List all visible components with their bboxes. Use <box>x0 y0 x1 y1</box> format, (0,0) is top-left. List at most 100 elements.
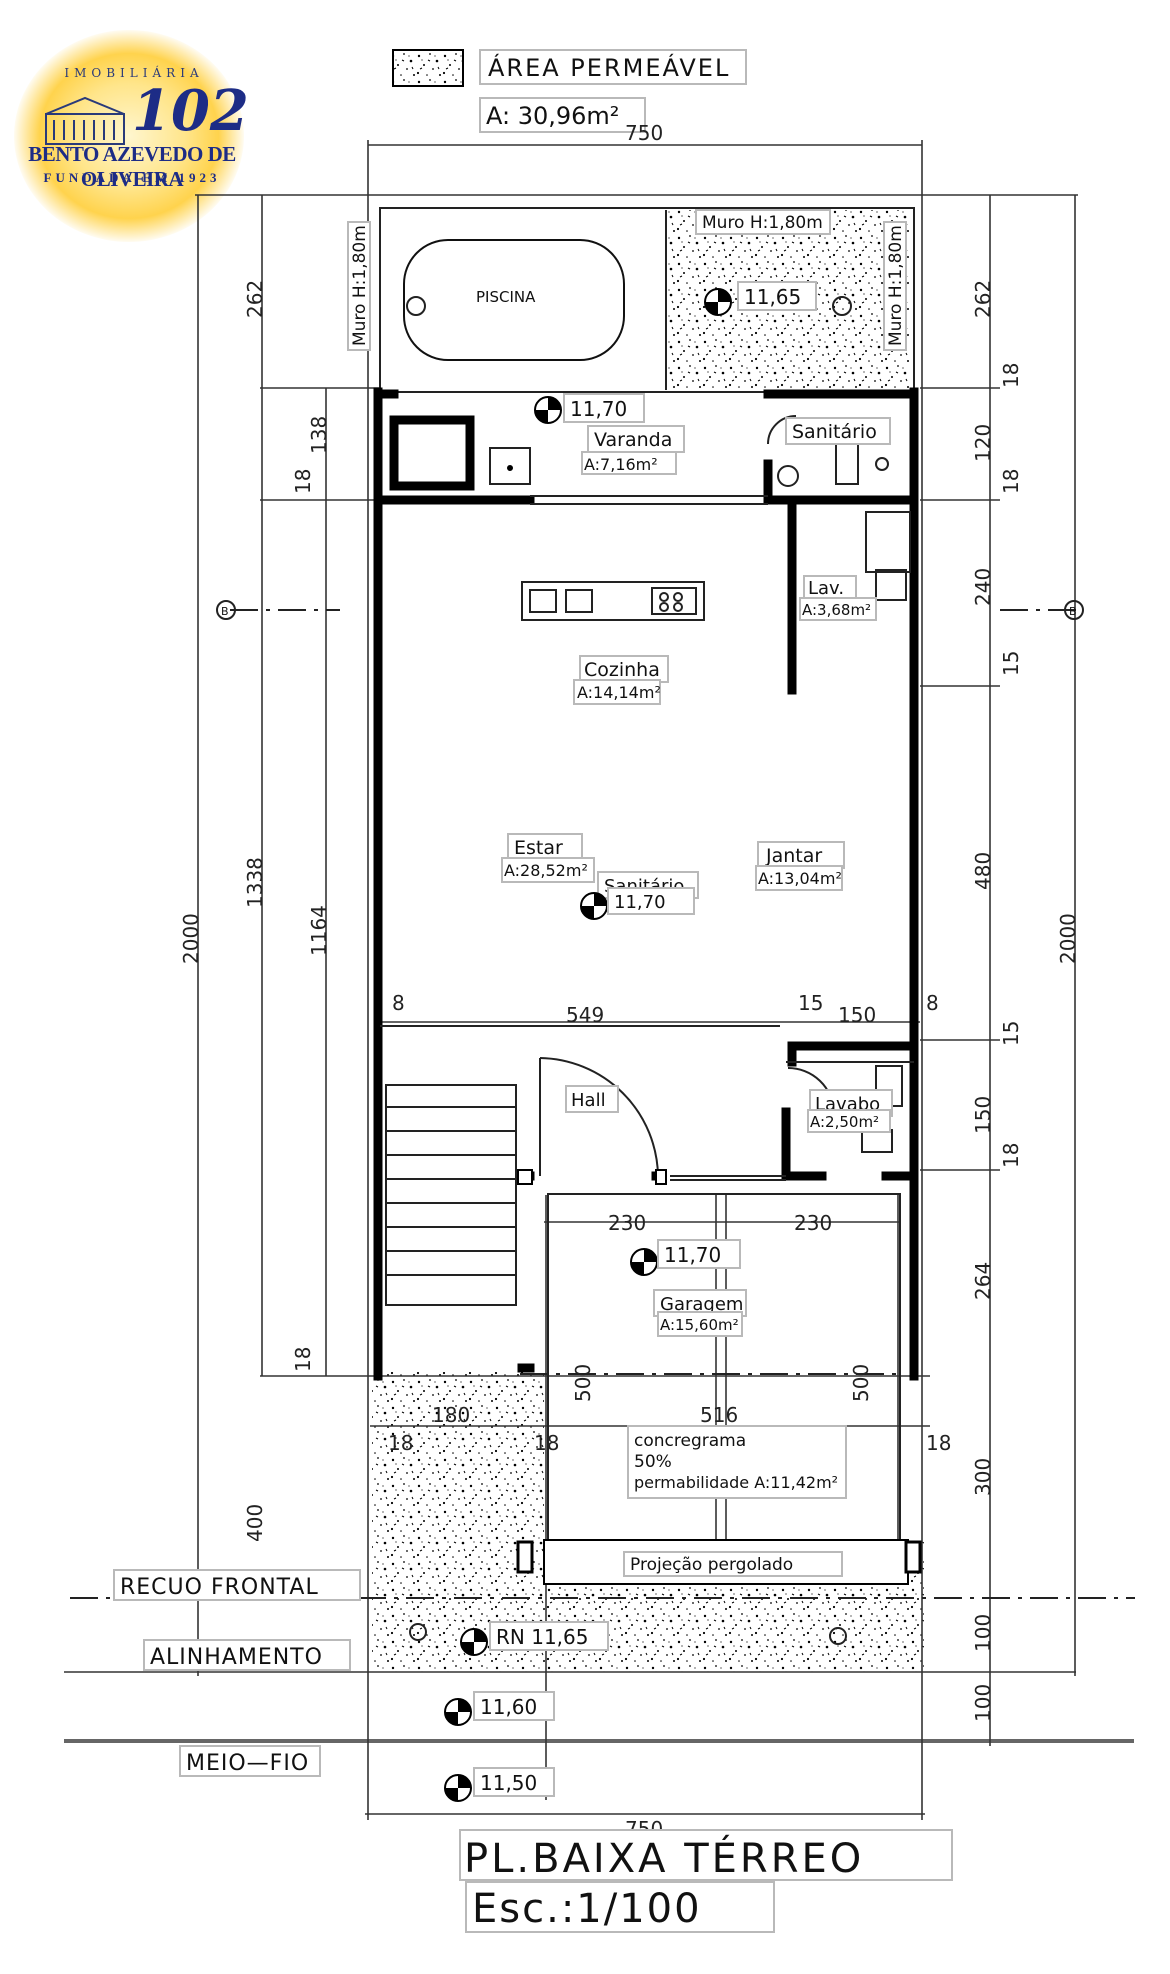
walls <box>373 387 919 1381</box>
axis-label-left: B <box>221 605 229 618</box>
door-swing-hall <box>539 1057 659 1177</box>
svg-text:150: 150 <box>971 1096 995 1134</box>
svg-text:230: 230 <box>794 1211 832 1235</box>
plan-scale: Esc.:1/100 <box>472 1886 702 1932</box>
level-estar: 11,70 <box>614 892 666 913</box>
svg-text:18: 18 <box>291 1347 315 1372</box>
svg-text:230: 230 <box>608 1211 646 1235</box>
level-markers: 11,70 11,65 11,70 11,70 RN 11,65 11,60 1… <box>444 281 817 1802</box>
meio-fio-label: MEIO—FIO <box>186 1751 309 1776</box>
rear-patio-outline <box>379 207 915 393</box>
area-jantar: A:13,04m² <box>758 869 842 888</box>
muro-right-box <box>883 221 907 351</box>
plan-title: PL.BAIXA TÉRREO <box>464 1834 864 1882</box>
svg-text:120: 120 <box>971 424 995 462</box>
sink-icon <box>875 569 907 601</box>
sink-icon <box>565 589 593 613</box>
level-varanda: 11,70 <box>570 397 627 421</box>
svg-text:500: 500 <box>849 1364 873 1402</box>
room-lav: Lav. <box>808 578 844 599</box>
svg-text:15: 15 <box>999 1021 1023 1046</box>
area-cozinha: A:14,14m² <box>577 683 661 702</box>
concregrama-line2: 50% <box>634 1452 672 1472</box>
door-swing-sanitario <box>767 415 797 445</box>
logo-name: BENTO AZEVEDO DE OLIVEIRA <box>28 142 236 191</box>
level-rn: RN 11,65 <box>496 1625 588 1649</box>
recuo-frontal-label: RECUO FRONTAL <box>120 1575 319 1600</box>
drain-icon <box>832 296 852 316</box>
company-logo: IMOBILIÁRIA 102 BENTO AZEVEDO DE OLIVEIR… <box>14 30 249 242</box>
svg-text:18: 18 <box>926 1431 951 1455</box>
svg-text:549: 549 <box>566 1003 604 1027</box>
laundry-tank <box>865 511 911 573</box>
room-estar: Estar <box>514 837 563 859</box>
fixtures <box>489 439 911 1153</box>
svg-text:18: 18 <box>291 469 315 494</box>
dimension-texts: 750 750 262 138 18 1338 1164 2000 18 400… <box>179 121 1080 1841</box>
svg-text:400: 400 <box>243 1504 267 1542</box>
drain-icon <box>829 1627 847 1645</box>
toilet-icon <box>835 439 859 485</box>
level-patio: 11,65 <box>744 285 801 309</box>
shower-icon <box>875 457 889 471</box>
svg-text:480: 480 <box>971 852 995 890</box>
svg-text:262: 262 <box>243 280 267 318</box>
recuo-box <box>113 1569 361 1601</box>
svg-text:8: 8 <box>926 991 939 1015</box>
sink-icon <box>777 465 799 487</box>
axis-marker-right <box>1064 600 1084 620</box>
svg-text:180: 180 <box>432 1403 470 1427</box>
svg-text:15: 15 <box>999 651 1023 676</box>
svg-text:1164: 1164 <box>307 905 331 956</box>
legend: ÁREA PERMEÁVEL A: 30,96m² <box>392 49 747 133</box>
level-calcada: 11,60 <box>480 1695 537 1719</box>
sink-icon <box>489 447 531 485</box>
svg-text:18: 18 <box>999 363 1023 388</box>
area-lavabo: A:2,50m² <box>810 1113 879 1131</box>
svg-text:150: 150 <box>838 1003 876 1027</box>
svg-text:18: 18 <box>388 1431 413 1455</box>
muro-left-box <box>347 221 371 351</box>
area-varanda: A:7,16m² <box>584 455 658 474</box>
svg-text:2000: 2000 <box>1056 913 1080 964</box>
room-cozinha: Cozinha <box>584 659 660 681</box>
area-estar: A:28,52m² <box>504 861 588 880</box>
svg-text:262: 262 <box>971 280 995 318</box>
alinhamento-box <box>143 1639 351 1671</box>
svg-text:15: 15 <box>798 991 823 1015</box>
svg-text:100: 100 <box>971 1614 995 1652</box>
pergolado-label: Projeção pergolado <box>630 1555 793 1575</box>
svg-text:8: 8 <box>392 991 405 1015</box>
logo-number: 102 <box>132 78 249 144</box>
level-garagem: 11,70 <box>664 1243 721 1267</box>
drain-icon <box>409 1623 427 1641</box>
svg-text:138: 138 <box>307 416 331 454</box>
svg-text:264: 264 <box>971 1262 995 1300</box>
svg-text:18: 18 <box>999 1143 1023 1168</box>
muro-right-label: Muro H:1,80m <box>886 225 906 346</box>
room-hall: Hall <box>571 1090 606 1111</box>
sink-icon <box>529 589 557 613</box>
svg-text:500: 500 <box>571 1364 595 1402</box>
area-lav: A:3,68m² <box>802 601 871 619</box>
drain-icon <box>406 296 426 316</box>
legend-area: A: 30,96m² <box>486 102 619 130</box>
concregrama-line1: concregrama <box>634 1431 746 1451</box>
svg-text:1338: 1338 <box>243 857 267 908</box>
building-icon <box>45 96 125 145</box>
meio-fio-box <box>179 1745 321 1777</box>
stairs <box>385 1084 517 1306</box>
muro-top-box <box>695 209 831 235</box>
room-sanitario-top: Sanitário <box>792 421 877 443</box>
svg-text:300: 300 <box>971 1458 995 1496</box>
logo-founded: FUNDADA EM 1923 <box>43 170 221 185</box>
room-jantar: Jantar <box>765 845 822 867</box>
dimension-lines <box>64 140 1134 1820</box>
muro-top-label: Muro H:1,80m <box>702 213 823 233</box>
svg-text:750: 750 <box>625 121 663 145</box>
alinhamento-label: ALINHAMENTO <box>150 1645 323 1670</box>
logo-top-text: IMOBILIÁRIA <box>64 66 204 80</box>
svg-text:516: 516 <box>700 1403 738 1427</box>
sun-burst-background <box>14 30 244 242</box>
